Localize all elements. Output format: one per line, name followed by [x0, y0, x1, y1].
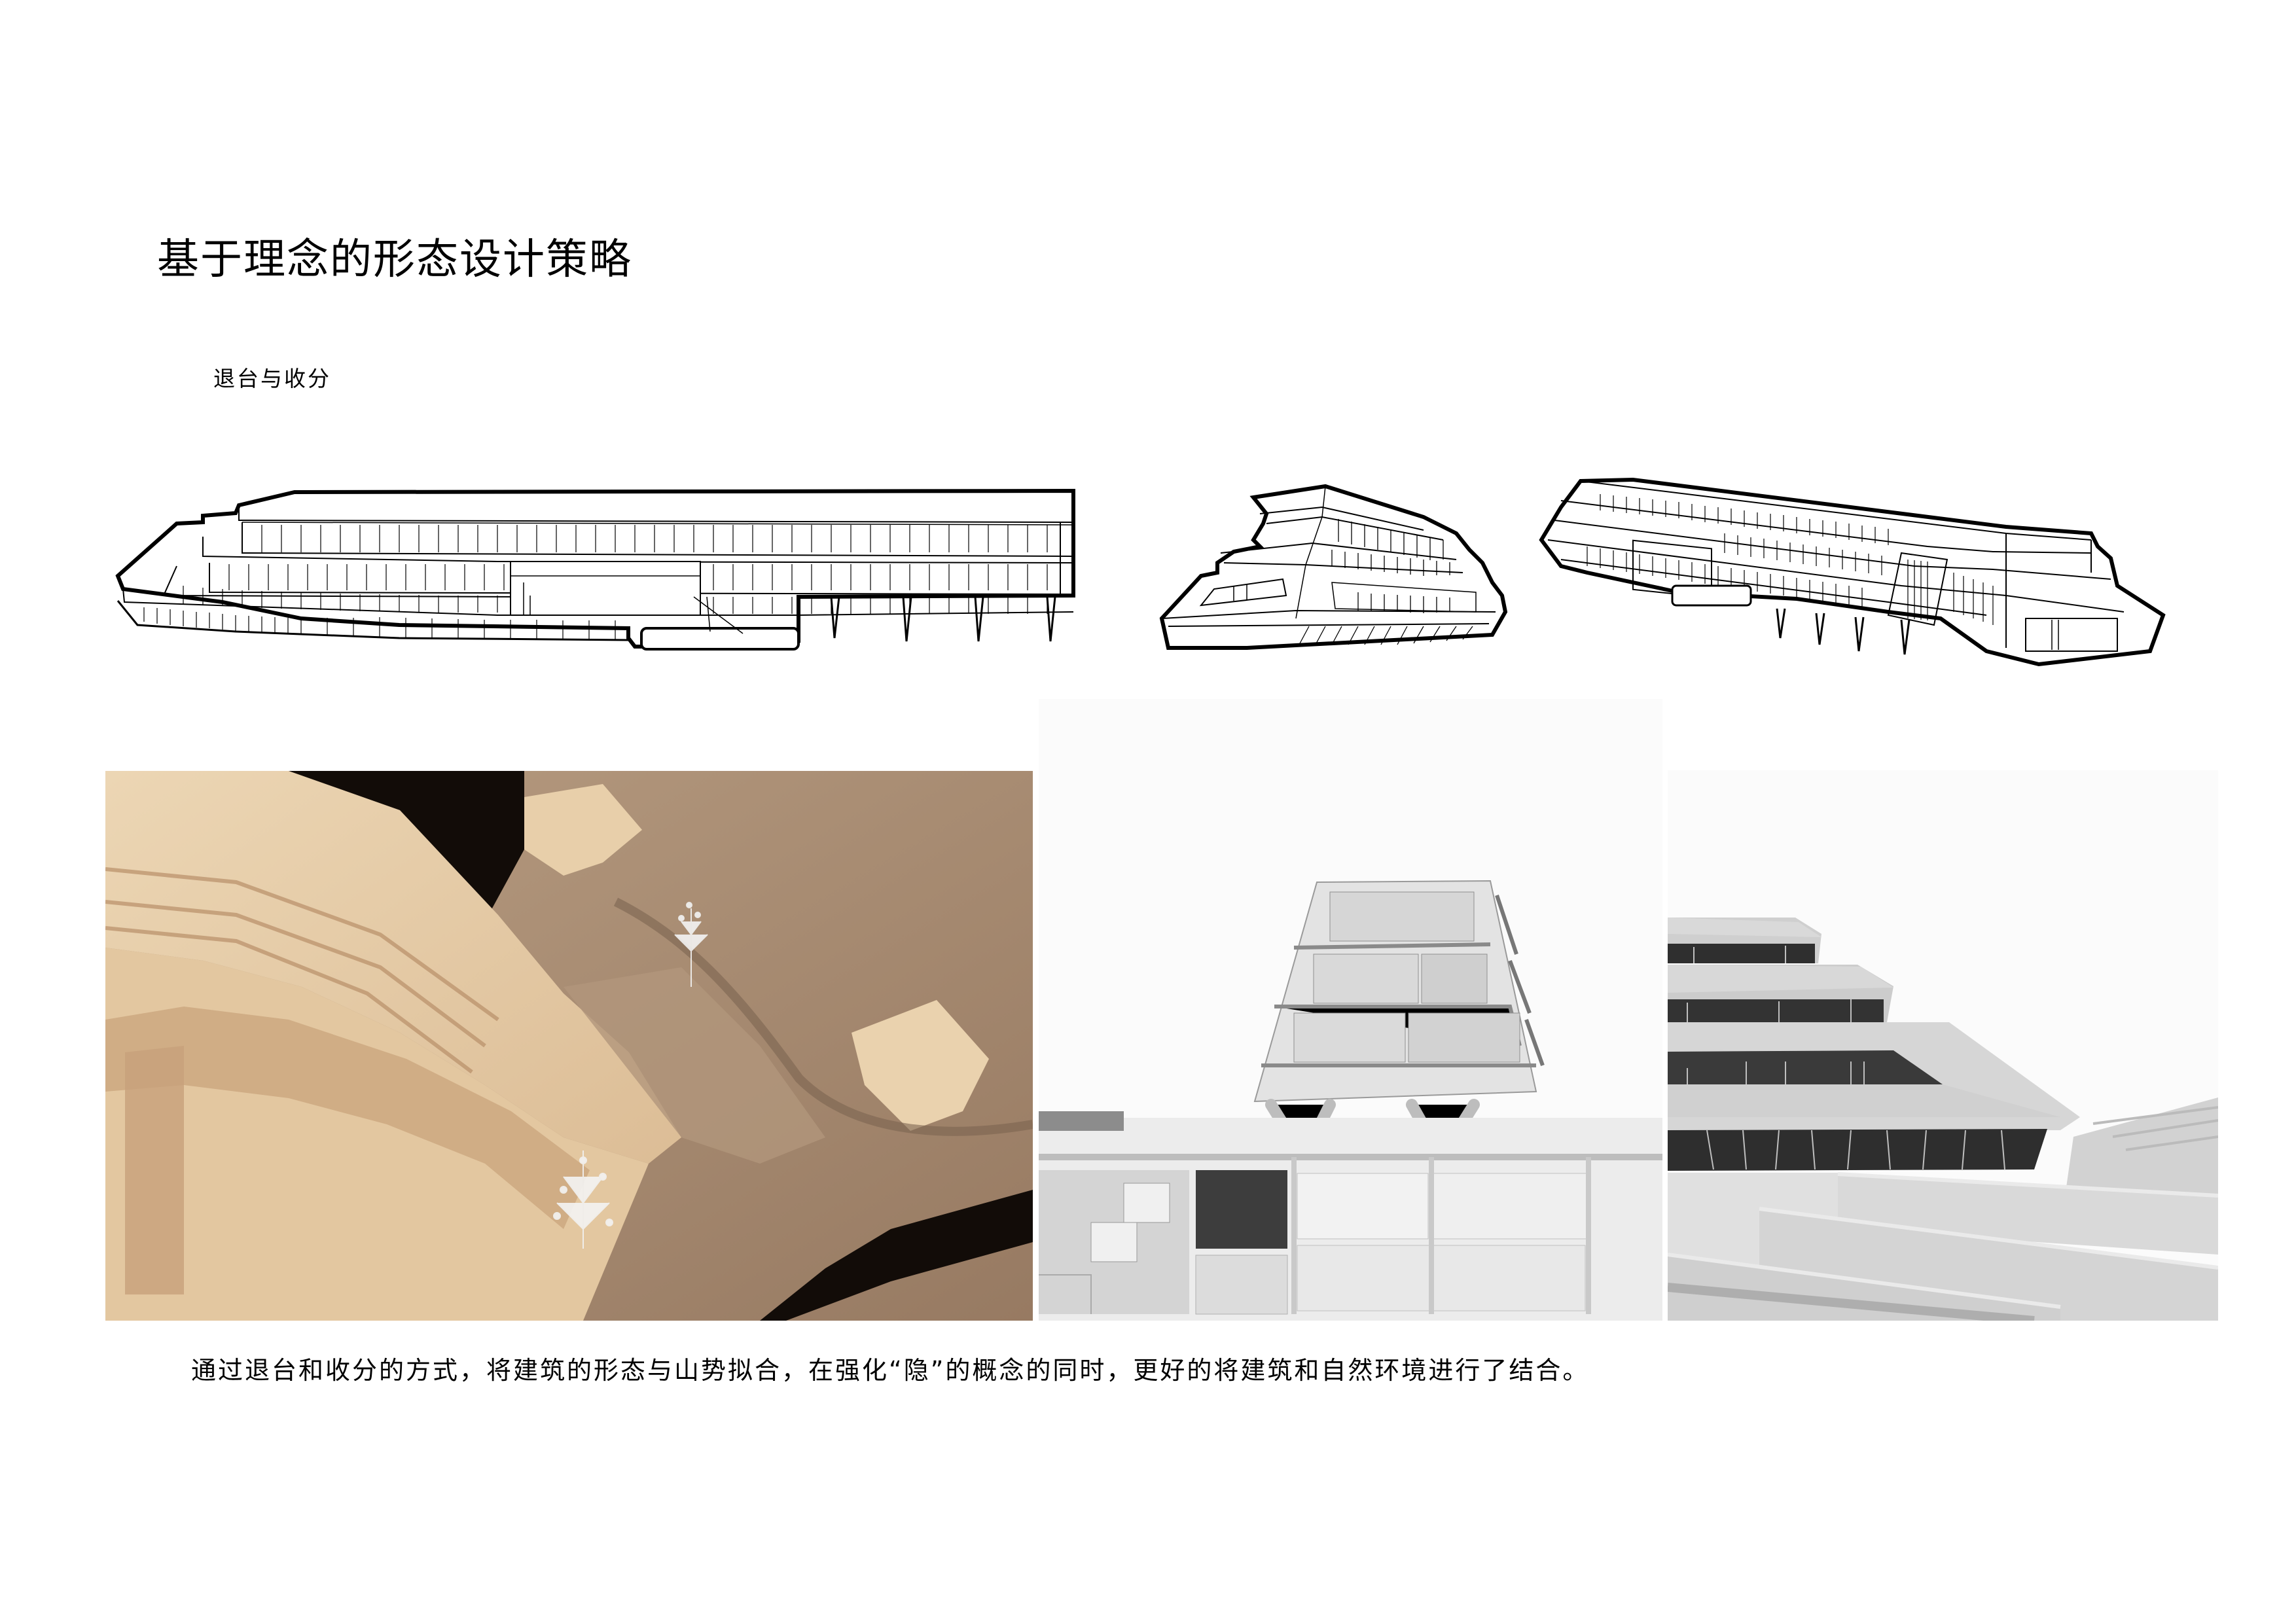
terrace-render-image: [1668, 770, 2218, 1321]
perspective-end-drawing: [1149, 481, 1525, 658]
section-subtitle: 退台与收分: [213, 366, 331, 391]
section-render-image: [1039, 699, 1662, 1321]
perspective-aerial-drawing: [1535, 468, 2189, 684]
page-title: 基于理念的形态设计策略: [157, 235, 632, 284]
section-caption: 通过退台和收分的方式，将建筑的形态与山势拟合，在强化“隐”的概念的同时，更好的将…: [191, 1356, 1590, 1385]
elevation-long-drawing: [105, 484, 1080, 668]
wood-model-image: [105, 771, 1033, 1321]
